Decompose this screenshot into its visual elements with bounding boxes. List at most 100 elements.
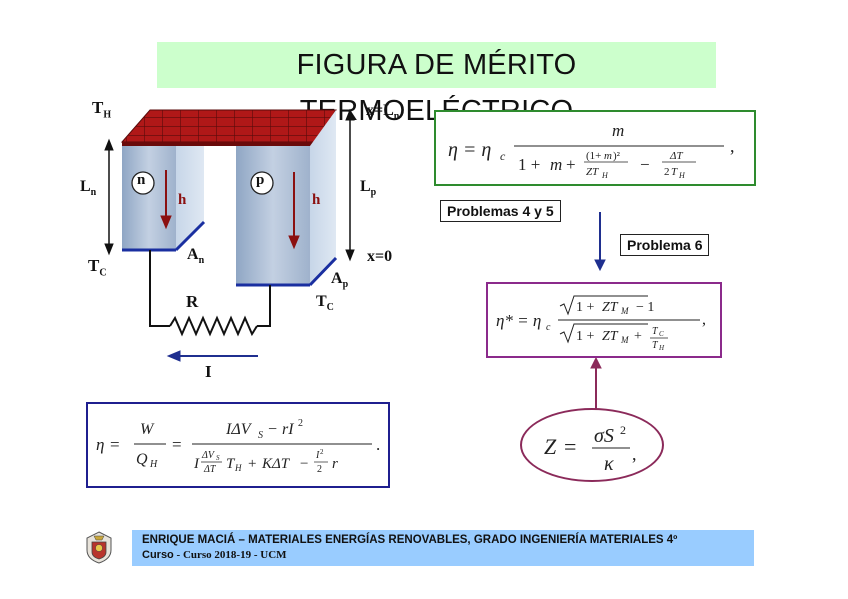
ap-area-label: Ap xyxy=(331,270,349,291)
cold-temperature-right-label: TC xyxy=(316,293,334,314)
svg-text:ZT: ZT xyxy=(602,329,619,344)
resistor-label: R xyxy=(186,292,199,311)
svg-text:=: = xyxy=(110,435,120,454)
svg-text:H: H xyxy=(149,459,158,470)
svg-text:1 +: 1 + xyxy=(576,300,595,315)
svg-text:Z: Z xyxy=(544,434,557,459)
svg-text:=: = xyxy=(172,435,182,454)
svg-text:κ: κ xyxy=(604,453,614,475)
svg-text:I: I xyxy=(193,456,200,472)
svg-text:−: − xyxy=(640,155,650,174)
svg-text:c: c xyxy=(546,322,551,333)
svg-text:S: S xyxy=(258,430,263,441)
svg-text:IΔV: IΔV xyxy=(225,421,253,438)
svg-text:η* = η: η* = η xyxy=(496,311,541,330)
heat-label-n: h xyxy=(178,192,187,208)
max-efficiency-formula-render: η* = η c 1 + ZT M − 1 1 + ZT M + T C T H… xyxy=(496,295,706,352)
cold-temperature-left-label: TC xyxy=(88,256,107,279)
svg-text:+: + xyxy=(634,329,642,344)
svg-text:T: T xyxy=(652,340,659,351)
footer-degree: GRADO INGENIERÍA MATERIALES 4º xyxy=(470,534,678,546)
hot-plate xyxy=(120,109,337,146)
x-top-label: x=Ln xyxy=(366,102,400,123)
svg-text:=: = xyxy=(564,434,576,459)
svg-text:(1+: (1+ xyxy=(586,150,601,162)
svg-text:+: + xyxy=(248,456,256,472)
footer-author: ENRIQUE MACIÁ – MATERIALES ENERGÍAS RENO… xyxy=(142,534,471,546)
n-type-label: n xyxy=(137,172,146,188)
flow-arrow-purple xyxy=(590,356,602,412)
svg-text:,: , xyxy=(730,136,735,156)
svg-text:−: − xyxy=(300,456,308,472)
svg-text:,: , xyxy=(702,311,706,328)
svg-text:σS: σS xyxy=(594,425,614,447)
current-label: I xyxy=(205,362,212,381)
max-efficiency-formula-box: η* = ηc · (√(1 + ZTM) − 1) / (√(1 + ZTM)… xyxy=(486,282,722,358)
problemas-4-5-label: Problemas 4 y 5 xyxy=(440,200,561,222)
an-area-label: An xyxy=(187,246,205,267)
svg-text:− 1: − 1 xyxy=(636,300,654,315)
svg-text:T: T xyxy=(671,166,678,178)
svg-text:m: m xyxy=(550,155,562,174)
svg-text:T: T xyxy=(652,326,659,337)
svg-text:W: W xyxy=(140,421,155,438)
svg-text:−: − xyxy=(268,421,277,438)
svg-text:+: + xyxy=(566,155,576,174)
svg-text:m: m xyxy=(604,150,612,162)
svg-text:Q: Q xyxy=(136,451,148,468)
svg-text:M: M xyxy=(620,306,629,316)
svg-text:2: 2 xyxy=(298,418,303,429)
svg-text:,: , xyxy=(632,444,637,464)
problema-6-label: Problema 6 xyxy=(620,234,710,256)
figure-of-merit-render: Z = σS 2 κ , xyxy=(544,423,637,475)
svg-text:H: H xyxy=(658,344,665,352)
svg-text:2: 2 xyxy=(317,464,322,475)
work-efficiency-formula-render: η = W Q H = IΔV S − r I 2 I ΔV S ΔT T H +… xyxy=(96,418,380,475)
external-circuit xyxy=(149,250,271,337)
svg-text:ZT: ZT xyxy=(602,300,619,315)
svg-text:η = η: η = η xyxy=(448,139,491,161)
svg-text:ΔT: ΔT xyxy=(203,464,217,475)
university-seal-icon xyxy=(86,531,112,564)
efficiency-formula-box: η = ηc · m / (1 + m + (1+m)²/(ZTH) − ΔT/… xyxy=(434,110,756,186)
svg-text:S: S xyxy=(216,454,220,462)
svg-text:2: 2 xyxy=(620,423,626,437)
svg-text:2: 2 xyxy=(320,448,324,456)
flow-arrow-blue xyxy=(594,212,606,272)
heat-label-p: h xyxy=(312,192,321,208)
svg-text:H: H xyxy=(234,463,242,473)
svg-text:r: r xyxy=(332,456,338,472)
p-type-marker xyxy=(250,171,274,195)
footer-bar: ENRIQUE MACIÁ – MATERIALES ENERGÍAS RENO… xyxy=(132,530,754,566)
ln-length-label: Ln xyxy=(80,178,97,199)
hot-temperature-label: TH xyxy=(92,98,112,121)
svg-text:.: . xyxy=(376,435,380,454)
footer-course-value: - Curso 2018-19 - UCM xyxy=(173,549,287,561)
p-type-label: p xyxy=(256,172,265,188)
svg-text:H: H xyxy=(678,171,686,180)
heat-flow-arrow-n xyxy=(160,170,172,230)
svg-text:1 +: 1 + xyxy=(518,155,540,174)
heat-flow-arrow-p xyxy=(288,172,300,250)
figure-of-merit-ellipse: Z = σS²/κ, Z = σS 2 κ , xyxy=(520,408,664,482)
svg-text:ΔV: ΔV xyxy=(201,450,216,461)
svg-text:T: T xyxy=(226,456,236,472)
svg-text:I: I xyxy=(315,450,320,461)
svg-text:2: 2 xyxy=(664,166,670,178)
svg-text:η: η xyxy=(96,435,104,454)
x-bottom-label: x=0 xyxy=(367,248,393,265)
lp-length-label: Lp xyxy=(360,178,377,199)
n-type-marker xyxy=(131,171,155,195)
current-arrow xyxy=(166,350,258,362)
svg-text:1 +: 1 + xyxy=(576,329,595,344)
footer-line-1: ENRIQUE MACIÁ – MATERIALES ENERGÍAS RENO… xyxy=(142,534,677,546)
efficiency-formula-render: η = η c m 1 + m + (1+ m )² ZT H − ΔT 2 T… xyxy=(448,121,735,180)
lp-dimension-arrow xyxy=(345,108,355,262)
svg-text:KΔT: KΔT xyxy=(261,456,291,472)
footer-course-label: Curso xyxy=(142,549,174,561)
footer-line-2: Curso - Curso 2018-19 - UCM xyxy=(142,549,287,561)
page-title: FIGURA DE MÉRITO TERMOELÉCTRICO xyxy=(157,42,716,127)
svg-text:c: c xyxy=(500,149,506,163)
